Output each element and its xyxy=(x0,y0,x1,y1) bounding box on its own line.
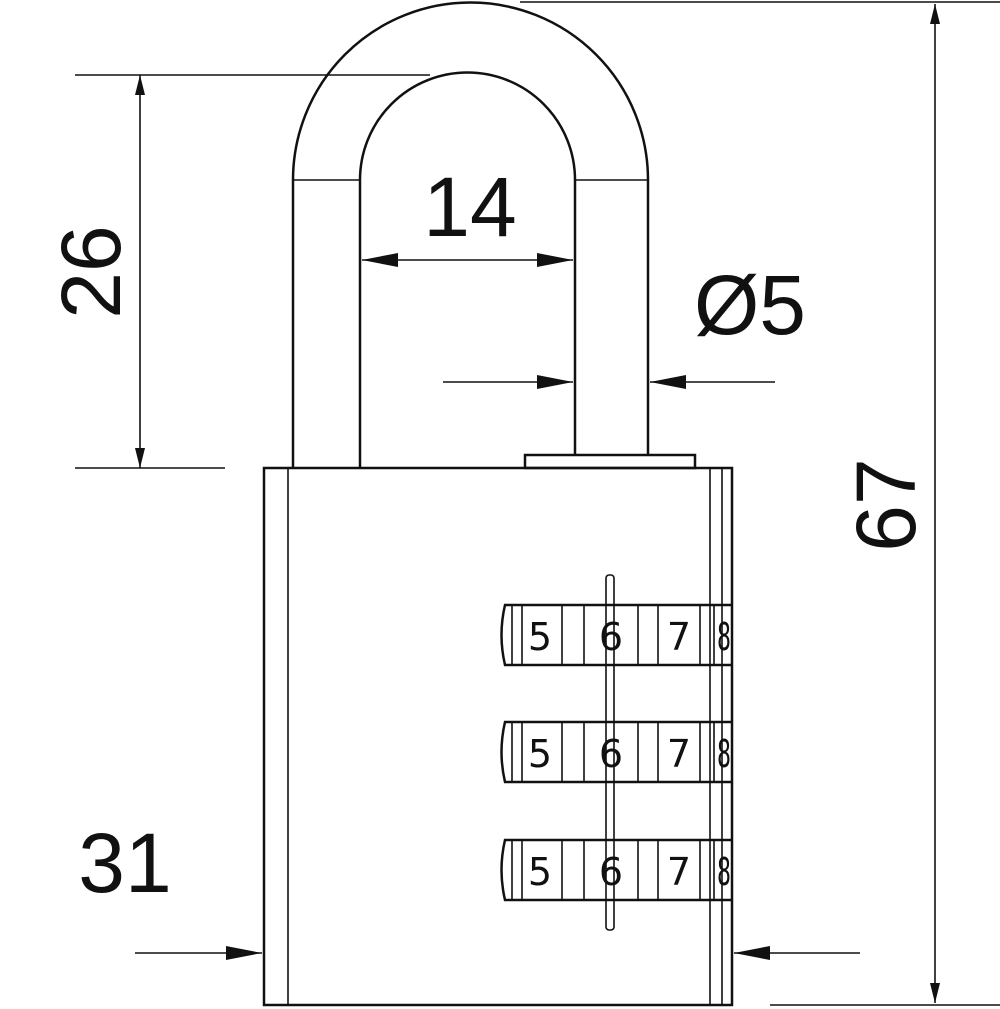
dimension-diameter-5: Ø5 xyxy=(443,258,806,389)
lock-body xyxy=(262,466,734,1007)
wheel-digit: 6 xyxy=(599,615,623,659)
wheel-digit: 7 xyxy=(667,850,691,894)
dimension-label-31: 31 xyxy=(78,816,171,910)
wheel-digit: 7 xyxy=(667,615,691,659)
wheel-digit: 5 xyxy=(528,850,552,894)
wheel-digit: 5 xyxy=(528,615,552,659)
wheel-digit: 6 xyxy=(599,732,623,776)
dimension-label-26: 26 xyxy=(44,225,138,318)
wheel-digit: 8 xyxy=(717,850,731,894)
wheel-digit: 5 xyxy=(528,732,552,776)
dimension-label-diameter-5: Ø5 xyxy=(694,258,806,352)
dimension-31: 31 xyxy=(78,816,860,960)
dimension-26: 26 xyxy=(44,74,430,469)
wheel-spindle xyxy=(605,574,615,931)
dimension-label-67: 67 xyxy=(839,458,933,551)
wheel-digit: 8 xyxy=(717,732,731,776)
wheel-digit: 7 xyxy=(667,732,691,776)
dimension-67: 67 xyxy=(520,1,1000,1006)
dimension-label-14: 14 xyxy=(423,160,516,254)
wheel-digit: 8 xyxy=(717,615,731,659)
wheel-digit: 6 xyxy=(599,850,623,894)
dimension-14: 14 xyxy=(362,160,573,267)
